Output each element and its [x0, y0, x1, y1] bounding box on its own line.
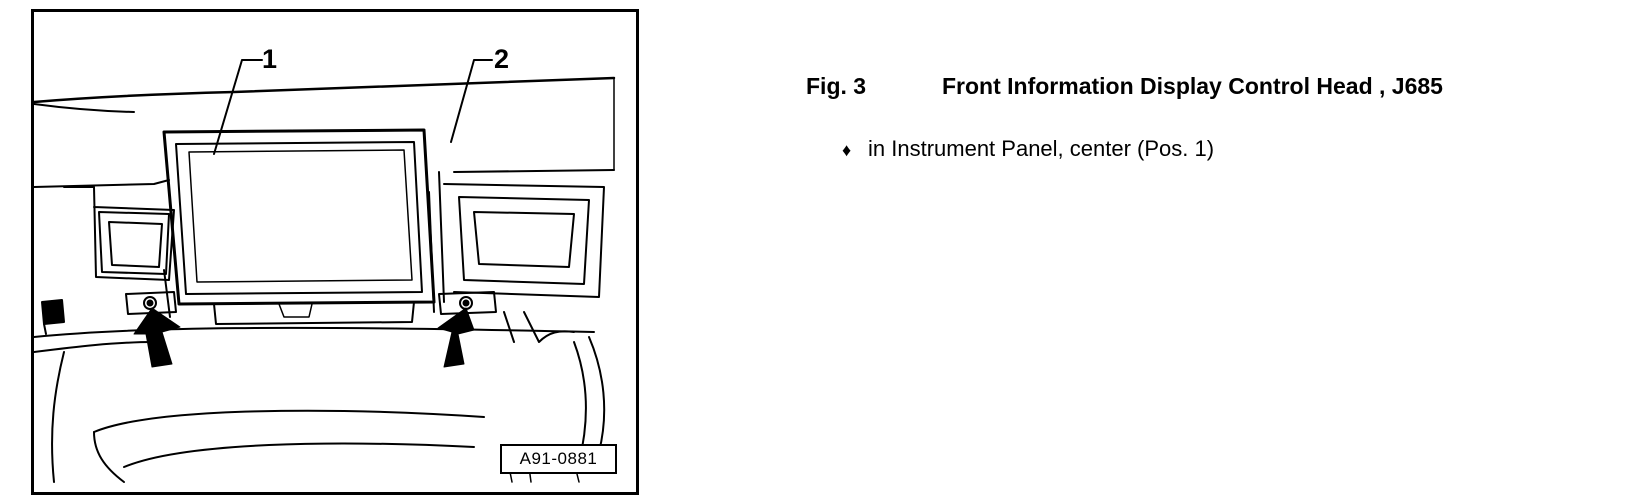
- figure-caption: Fig. 3 Front Information Display Control …: [806, 72, 1443, 100]
- arrow-left: [133, 307, 181, 368]
- callout-1: 1: [262, 44, 278, 74]
- callout-2: 2: [494, 44, 510, 74]
- arrow-right: [437, 307, 475, 368]
- bullet-item: ♦ in Instrument Panel, center (Pos. 1): [842, 136, 1214, 163]
- image-reference-code: A91-0881: [500, 444, 617, 474]
- bullet-text: in Instrument Panel, center (Pos. 1): [868, 136, 1215, 161]
- figure-title: Front Information Display Control Head ,…: [942, 73, 1443, 99]
- figure-number: Fig. 3: [806, 73, 867, 99]
- diamond-bullet-icon: ♦: [842, 140, 852, 160]
- dashboard-line-drawing: [34, 59, 616, 483]
- figure-illustration: 1 2 A91-0881: [31, 9, 639, 495]
